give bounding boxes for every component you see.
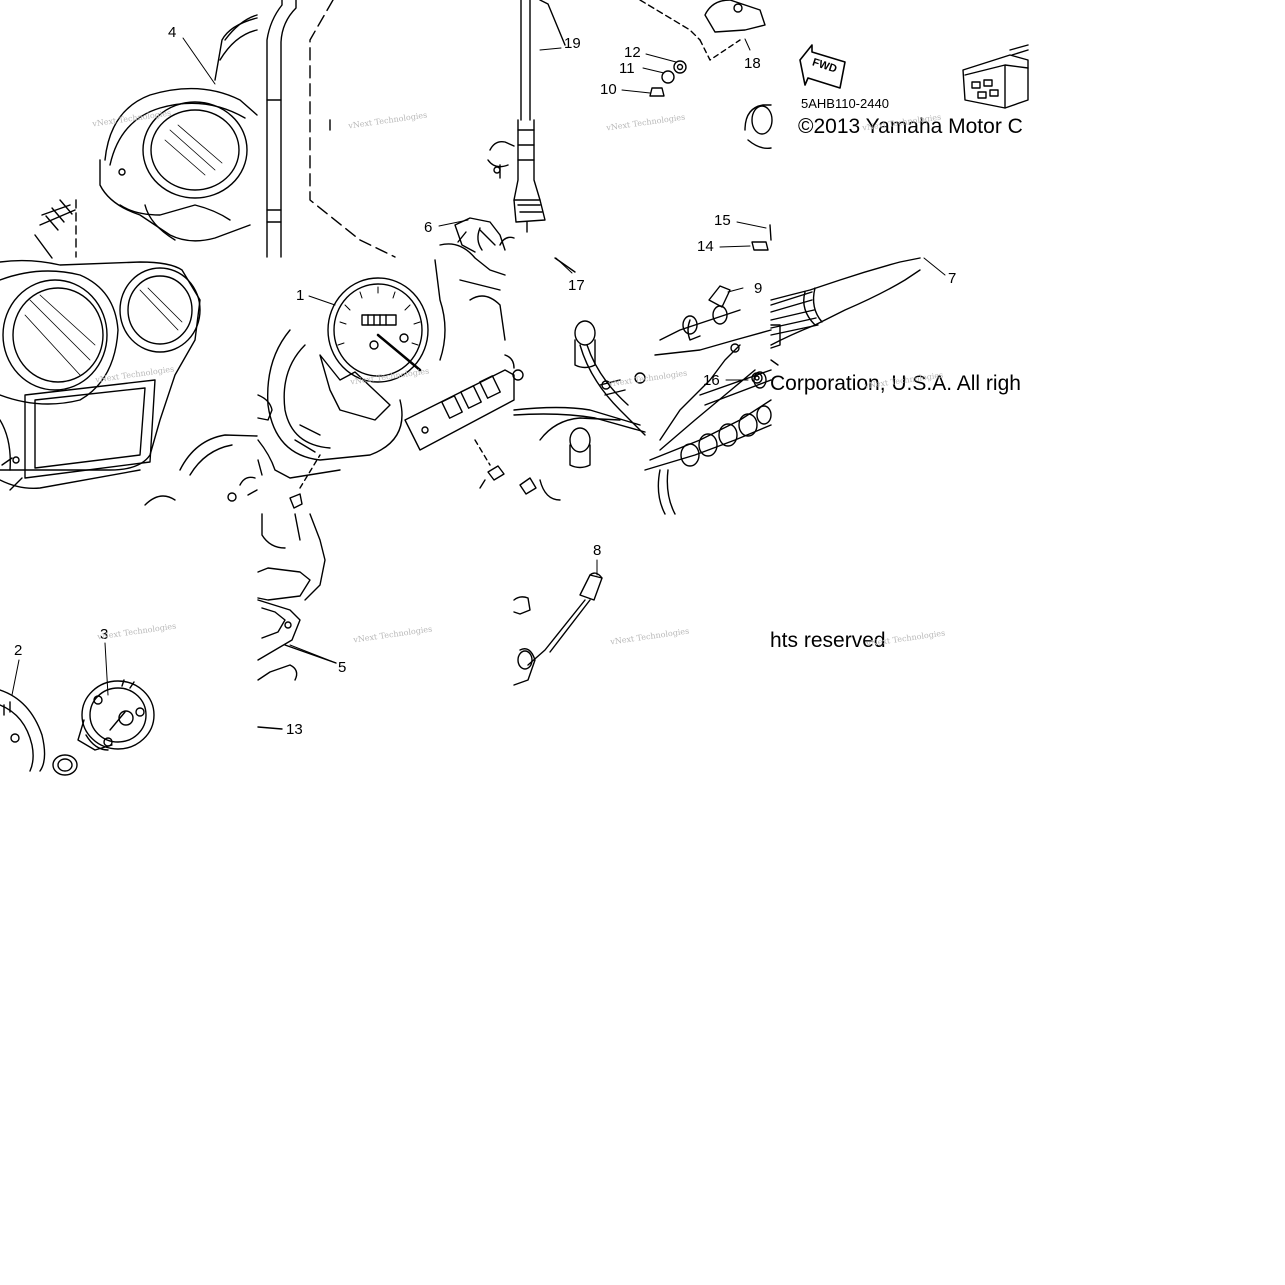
callout-5: 5 bbox=[338, 659, 347, 676]
callout-17: 17 bbox=[568, 277, 585, 294]
gauge-and-switch-drawing bbox=[0, 679, 155, 776]
callout-13: 13 bbox=[286, 721, 303, 738]
leader-lines bbox=[11, 37, 946, 696]
callout-11: 11 bbox=[619, 60, 635, 77]
callout-15: 15 bbox=[714, 212, 731, 229]
callout-18: 18 bbox=[744, 55, 761, 72]
tachometer-cable-drawing bbox=[513, 0, 773, 308]
callout-12: 12 bbox=[624, 44, 641, 61]
bulb-drawing bbox=[513, 572, 603, 686]
speedometer-drawing bbox=[257, 227, 524, 509]
copyright-line-2: Corporation, U.S.A. All righ bbox=[770, 372, 1021, 395]
meter-panel-drawing bbox=[257, 513, 337, 730]
speedometer-cable-drawing bbox=[266, 0, 515, 258]
callout-10: 10 bbox=[600, 81, 617, 98]
harness-connector-drawing bbox=[770, 257, 921, 366]
part-code: 5AHB110-2440 bbox=[801, 96, 889, 111]
callout-19: 19 bbox=[564, 35, 581, 52]
callout-16: 16 bbox=[703, 372, 720, 389]
connector-drawing bbox=[799, 44, 1029, 109]
copyright-line-3: hts reserved bbox=[770, 629, 886, 652]
wire-harness-drawing bbox=[513, 305, 772, 515]
callout-8: 8 bbox=[593, 542, 602, 559]
callout-4: 4 bbox=[168, 24, 177, 41]
meter-housing-drawing bbox=[34, 14, 258, 259]
callout-1: 1 bbox=[296, 287, 305, 304]
meter-assembly-drawing bbox=[0, 259, 258, 506]
callout-7: 7 bbox=[948, 270, 957, 287]
callout-14: 14 bbox=[697, 238, 714, 255]
callout-3: 3 bbox=[100, 626, 109, 643]
copyright-line-1: ©2013 Yamaha Motor C bbox=[798, 115, 1023, 138]
callout-9: 9 bbox=[754, 280, 763, 297]
callout-6: 6 bbox=[424, 219, 433, 236]
callout-2: 2 bbox=[14, 642, 23, 659]
